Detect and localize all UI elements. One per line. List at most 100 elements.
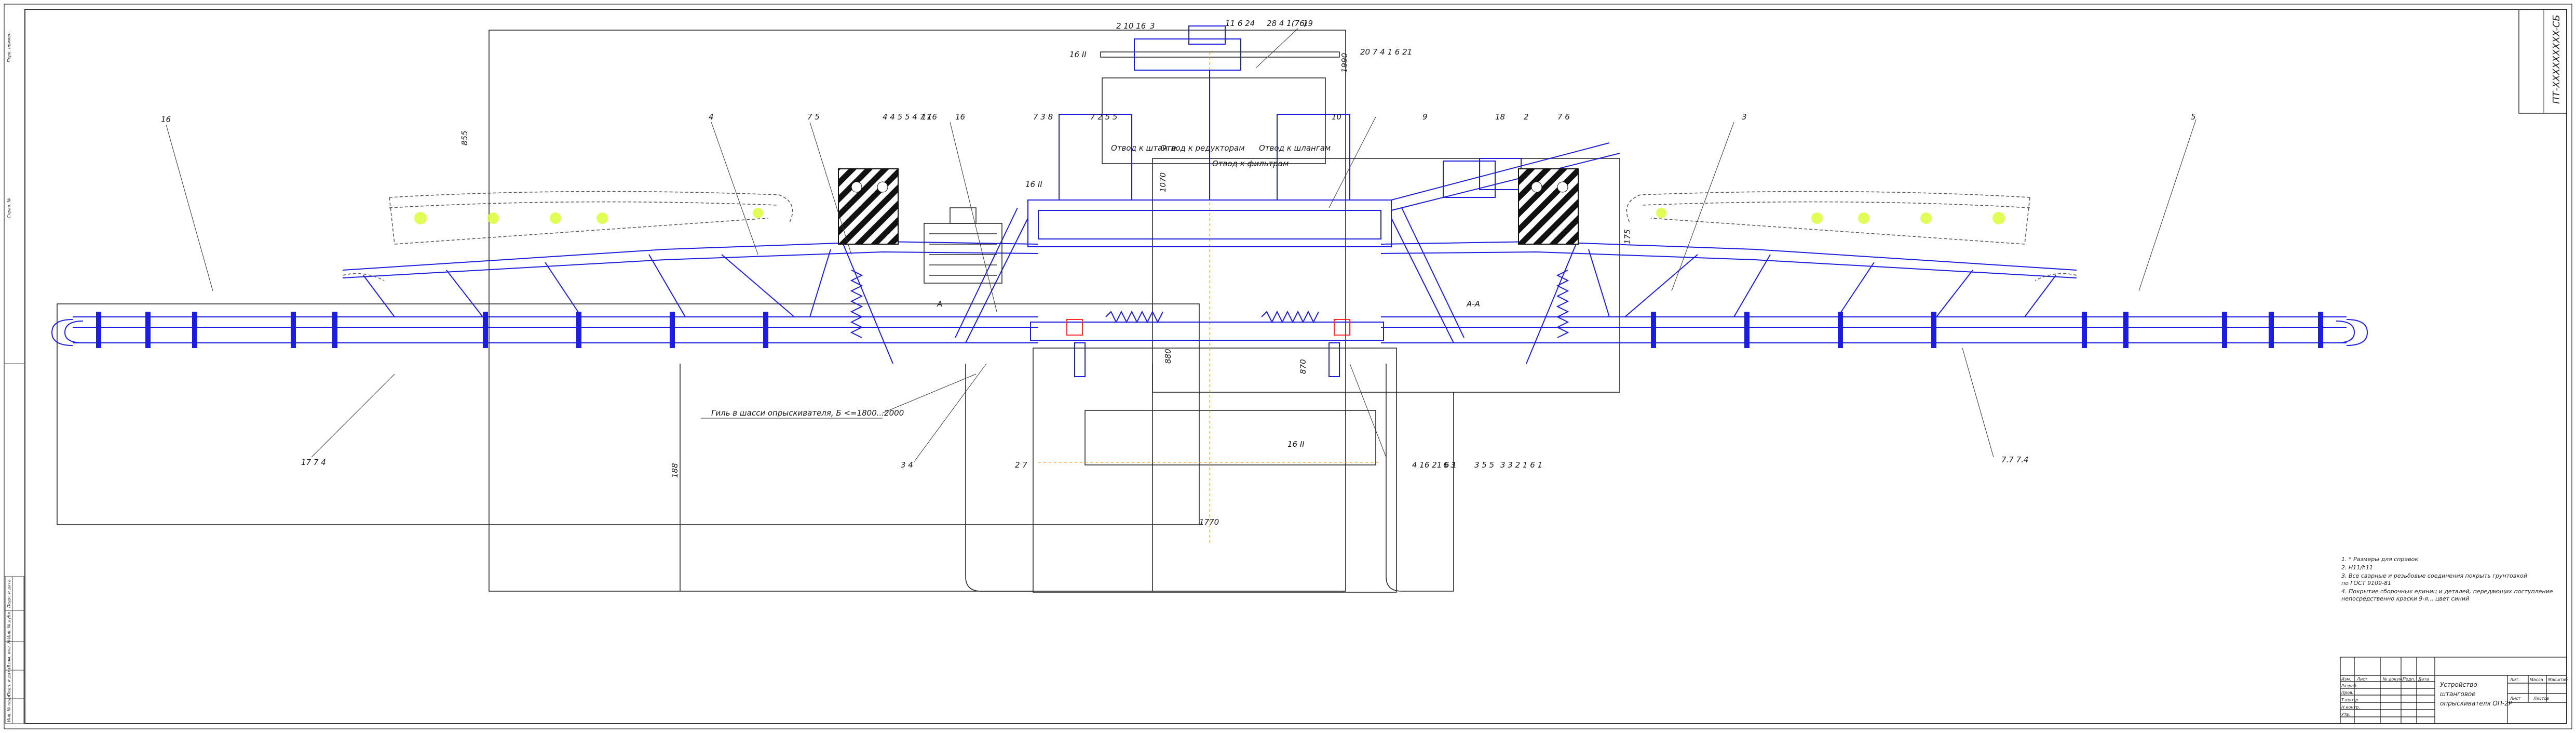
title-block <box>2340 657 2567 724</box>
callout-label: 16 <box>955 112 965 122</box>
document-stamp: ПТ-XXXXXXXXX-СБ <box>2518 9 2567 114</box>
side-strip-label: Взам. инв. № <box>7 639 11 668</box>
callout-label: Отвод к штанге <box>1111 143 1176 153</box>
title-block-col: Дата <box>2418 677 2429 682</box>
callout-label: 18 <box>1495 112 1505 122</box>
title-block-row: Разраб. <box>2341 684 2357 688</box>
technical-notes: 1. * Размеры для справок 2. Н11/h11 3. В… <box>2341 556 2553 602</box>
callout-label: 3 4 <box>901 460 913 470</box>
callout-label: 17 <box>921 112 932 122</box>
callout-label: 17 7 4 <box>301 458 326 467</box>
title-block-col: № докум. <box>2382 677 2403 682</box>
note-line: по ГОСТ 9109-81 <box>2341 580 2391 587</box>
callout-label: 7.7 7.4 <box>2001 455 2028 464</box>
dimension-label: 1070 <box>1158 172 1168 192</box>
callout-label: 16 II <box>1025 180 1042 189</box>
callout-label: 7 3 8 <box>1033 112 1053 122</box>
callout-label: Отвод к шлангам <box>1259 143 1331 153</box>
dimension-label: 870 <box>1298 359 1308 374</box>
callout-label: 4 4 5 5 4 7 16 <box>883 112 937 122</box>
nozzle-brackets <box>96 312 2323 348</box>
callout-label: Отвод к фильтрам <box>1212 159 1289 168</box>
left-side-strip <box>4 363 25 724</box>
note-line: 3. Все сварные и резьбовые соединения по… <box>2341 572 2527 579</box>
dimension-label: 880 <box>1163 349 1173 364</box>
hose-fittings <box>414 208 2005 224</box>
callout-label: 28 4 1(76) <box>1267 19 1308 28</box>
callout-label: 2 <box>1524 112 1529 122</box>
title-block-row: Т.контр. <box>2341 698 2360 702</box>
warning-plates <box>838 168 1579 245</box>
callout-label: 2 7 <box>1015 460 1027 470</box>
callout-label: 11 6 24 <box>1225 19 1255 28</box>
callout-label: 16 II <box>1287 439 1305 449</box>
side-strip-label: Подп. и дата <box>7 668 11 696</box>
callout-label: А-А <box>1466 299 1480 309</box>
callout-label: 9 <box>1422 112 1428 122</box>
callout-label: 3 3 2 1 6 1 <box>1500 460 1542 470</box>
callout-leaders <box>166 28 2197 463</box>
dimension-label: 188 <box>670 463 680 478</box>
callout-label: 20 7 4 1 6 21 <box>1360 47 1412 57</box>
side-strip-label: Инв. № подл. <box>7 694 11 722</box>
side-strip-label: Справ. № <box>7 198 11 218</box>
dimension-note: Гиль в шасси опрыскивателя, Б <=1800...2… <box>711 408 904 418</box>
title-block-right: Листов <box>2533 696 2549 701</box>
stamp-code: ПТ-XXXXXXXXX-СБ <box>2551 15 2562 104</box>
callout-labels: 16 4 7 5 4 4 5 5 4 7 16 17 16 7 3 8 7 2 … <box>161 19 2196 470</box>
title-block-right: Масштаб <box>2548 677 2568 682</box>
callout-label: 4 <box>709 112 714 122</box>
chassis-outline <box>57 30 1620 593</box>
callout-label: А <box>937 299 942 309</box>
callout-label: 6 3 <box>1443 460 1456 470</box>
dimension-label: 1770 <box>1199 517 1219 527</box>
callout-label: Отвод к редукторам <box>1160 143 1245 153</box>
side-strip-label: Перв. примен. <box>7 31 11 62</box>
callout-label: 5 <box>2191 112 2196 122</box>
outer-border <box>4 4 2572 729</box>
title-block-right: Лит. <box>2510 677 2519 682</box>
callout-label: 3 <box>1742 112 1747 122</box>
callout-label: 16 <box>161 115 171 124</box>
title-block-name-line-3: опрыскивателя ОП-2Р <box>2440 700 2513 707</box>
title-block-right: Лист <box>2510 696 2521 701</box>
pump-assembly <box>924 207 1002 284</box>
side-strip-label: Инв. № дубл. <box>7 610 11 639</box>
title-block-name-line-1: Устройство <box>2440 681 2477 688</box>
dimension-label: 855 <box>460 130 469 145</box>
dimension-label: 1990 <box>1340 53 1349 73</box>
callout-label: 3 <box>1150 21 1155 31</box>
side-strip-label: Подп. и дата <box>7 579 11 608</box>
note-line: 2. Н11/h11 <box>2341 564 2373 571</box>
title-block-right: Масса <box>2530 677 2543 682</box>
red-accents <box>1066 319 1350 336</box>
callout-label: 19 <box>1303 19 1313 28</box>
callout-label: 4 16 21 6 1 <box>1412 460 1457 470</box>
title-block-row: Пров. <box>2341 690 2353 695</box>
suspension-springs <box>850 270 1569 338</box>
dimension-labels: 1770 855 188 175 880 870 1990 1070 <box>460 53 1632 527</box>
callout-label: 7 2 5 5 <box>1090 112 1117 122</box>
callout-label: 16 II <box>1069 50 1087 59</box>
title-block-row: Утв. <box>2341 712 2350 717</box>
side-strip-labels: Перв. примен. Справ. № Подп. и дата Инв.… <box>7 31 11 722</box>
dimension-note-leader <box>701 374 977 419</box>
callout-label: 7 6 <box>1557 112 1570 122</box>
hose-lines <box>342 191 2077 281</box>
title-block-name-line-2: штанговое <box>2440 690 2476 698</box>
callout-label: 7 5 <box>807 112 820 122</box>
callout-label: 2 10 16 <box>1116 21 1146 31</box>
title-block-row: Н.контр. <box>2341 705 2360 710</box>
dimension-label: 175 <box>1623 229 1632 244</box>
callout-label: 10 <box>1332 112 1341 122</box>
note-line: 4. Покрытие сборочных единиц и деталей, … <box>2341 588 2553 595</box>
title-block-col: Лист <box>2356 677 2368 682</box>
inner-frame <box>24 9 2567 724</box>
note-line: непосредственно краски 9-я... цвет синий <box>2341 595 2469 602</box>
note-line: 1. * Размеры для справок <box>2341 556 2418 563</box>
title-block-row: Изм. <box>2341 677 2351 682</box>
title-block-text: Устройство штанговое опрыскивателя ОП-2Р… <box>2341 677 2568 717</box>
dimension-guides <box>1038 52 1378 545</box>
